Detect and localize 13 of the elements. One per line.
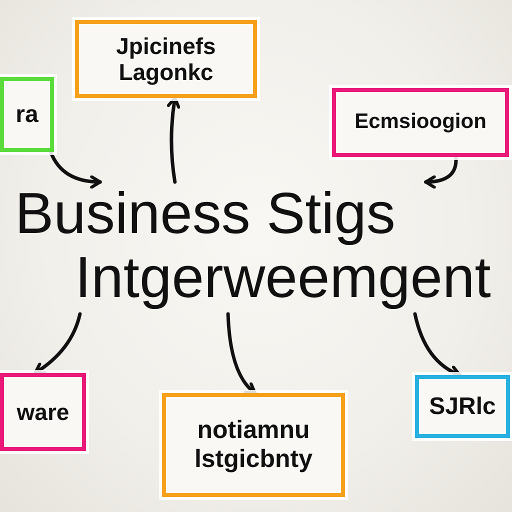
concept-box <box>75 20 257 98</box>
box-label: ra <box>16 100 38 128</box>
box-label: notiamnu lstgicbnty <box>193 416 314 474</box>
concept-box <box>0 373 86 451</box>
box-label: Jpicinefs Lagonkc <box>115 32 217 86</box>
box-label: Ecmsioogion <box>354 110 486 135</box>
concept-box <box>415 375 510 438</box>
central-heading: Business Stigs Intgerweemgent <box>15 182 507 314</box>
box-label: ware <box>16 398 70 426</box>
concept-box <box>0 77 54 152</box>
concept-box <box>332 88 509 157</box>
concept-box <box>162 393 345 497</box>
box-label: SJRlc <box>429 392 496 420</box>
